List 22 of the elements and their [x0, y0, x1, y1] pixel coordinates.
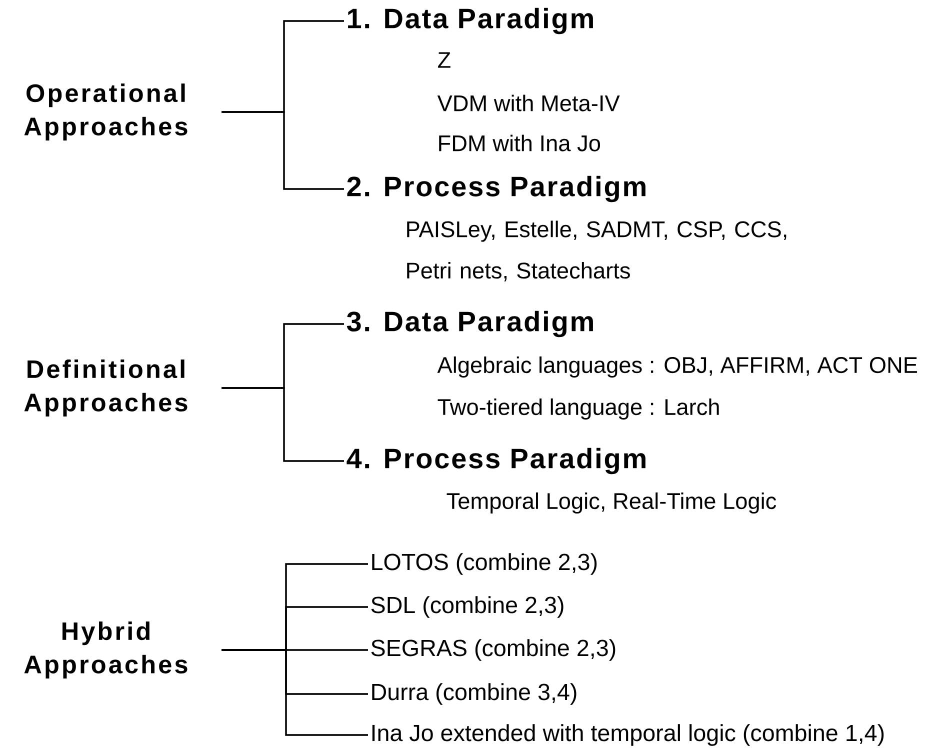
approach-label: Hybrid Approaches [24, 622, 188, 678]
language-list: Algebraic languages : OBJ, AFFIRM, ACT ONE [437, 356, 918, 378]
hybrid-language-label: SEGRAS (combine 2,3) [371, 639, 616, 661]
paradigm-heading: 2. Process Paradigm [347, 176, 646, 202]
paradigm-heading: 3. Data Paradigm [346, 310, 593, 338]
approach-label: Operational Approaches [24, 84, 188, 140]
language-list: VDM with Meta-IV [437, 94, 620, 112]
language-list: FDM with Ina Jo [439, 134, 600, 152]
language-list: Z [438, 52, 450, 68]
approach-label: Definitional Approaches [24, 360, 188, 416]
language-list: Temporal Logic, Real-Time Logic [446, 492, 776, 514]
hybrid-language-label: SDL (combine 2,3) [371, 596, 564, 618]
hybrid-language-label: Ina Jo extended with temporal logic (combine 1,4) [372, 724, 884, 746]
hybrid-language-label: Durra (combine 3,4) [372, 683, 576, 705]
language-list: PAISLey, Estelle, SADMT, CSP, CCS, Petri nets, Statecharts [407, 220, 786, 282]
language-list: Two-tiered language : Larch [438, 398, 719, 420]
paradigm-heading: 4. Process Paradigm [346, 448, 646, 474]
hybrid-language-label: LOTOS (combine 2,3) [372, 553, 597, 575]
tree-connector [222, 387, 344, 462]
paradigm-heading: 1. Data Paradigm [348, 8, 593, 34]
tree-connector [222, 649, 368, 736]
tree-connector [222, 111, 344, 190]
